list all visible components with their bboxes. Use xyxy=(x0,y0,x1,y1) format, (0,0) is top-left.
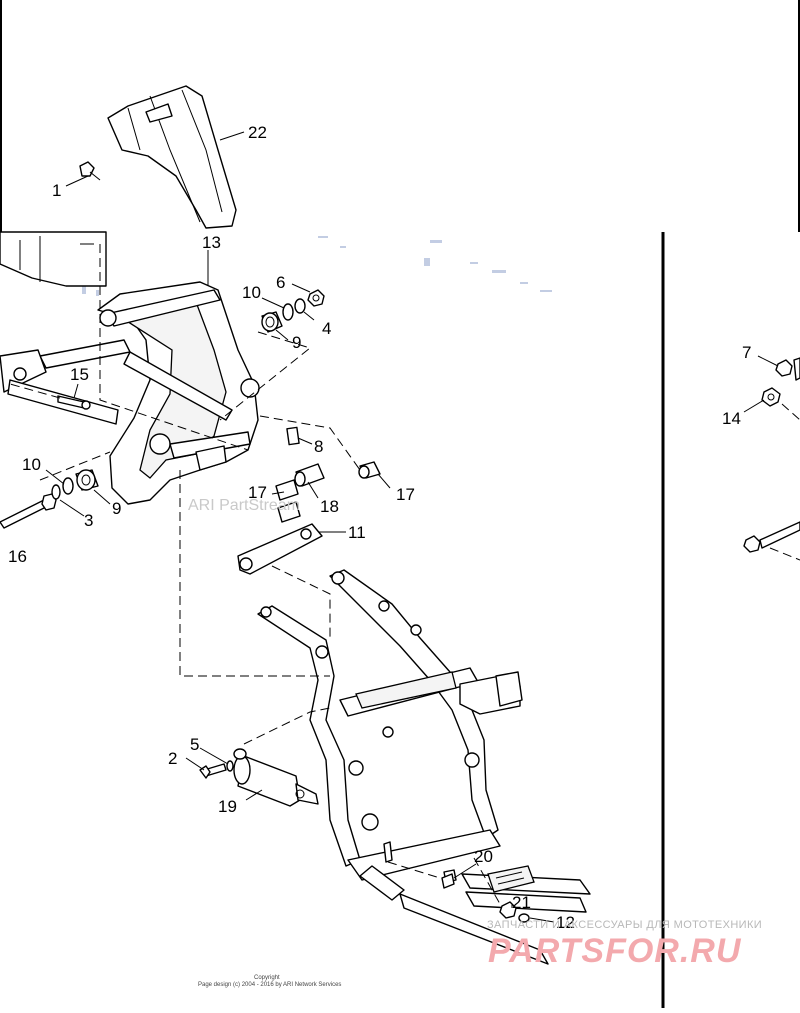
callout-14: 14 xyxy=(722,409,741,428)
part-2-bolt xyxy=(199,763,227,779)
part-22-fender xyxy=(107,85,237,229)
copyright-line-1: Copyright xyxy=(254,975,280,981)
part-14-nut xyxy=(761,387,781,407)
callout-4: 4 xyxy=(322,319,331,338)
scan-noise xyxy=(82,236,552,296)
leader-lines xyxy=(45,131,779,923)
brand-tagline: ЗАПЧАСТИ И АКСЕССУАРЫ ДЛЯ МОТОТЕХНИКИ xyxy=(487,919,762,931)
callout-7: 7 xyxy=(742,343,751,362)
part-19-actuator xyxy=(233,748,319,807)
part-12-washer xyxy=(518,913,530,923)
part-17-spacer-left xyxy=(275,479,301,523)
callout-21: 21 xyxy=(512,893,531,912)
part-1-bolt xyxy=(79,161,101,181)
assembly-lines xyxy=(9,244,800,905)
callout-11: 11 xyxy=(348,523,366,542)
part-seat-box xyxy=(0,231,107,287)
callout-19: 19 xyxy=(218,797,237,816)
copyright-line-2: Page design (c) 2004 - 2016 by ARI Netwo… xyxy=(198,982,341,988)
part-11-link xyxy=(237,523,323,575)
brand-logo: PARTSFOR.RU xyxy=(488,932,742,970)
part-10-washer-upper xyxy=(282,303,294,321)
callout-15: 15 xyxy=(70,365,89,384)
part-4-washer xyxy=(294,298,306,314)
part-15-bolt xyxy=(57,395,91,410)
part-13-rear-frame xyxy=(0,281,260,505)
callout-8: 8 xyxy=(314,437,323,456)
part-20-pin xyxy=(441,873,455,889)
callout-17-left: 17 xyxy=(248,483,267,502)
callout-20: 20 xyxy=(474,847,493,866)
callout-13: 13 xyxy=(202,233,221,252)
part-7-nut xyxy=(775,357,800,381)
callout-1: 1 xyxy=(52,181,61,200)
part-17-spacer-right xyxy=(358,461,381,479)
part-rod xyxy=(743,521,800,553)
callout-16: 16 xyxy=(8,547,27,566)
partsfor-branding: ЗАПЧАСТИ И АКСЕССУАРЫ ДЛЯ МОТОТЕХНИКИ PA… xyxy=(487,919,762,970)
callout-6: 6 xyxy=(276,273,285,292)
callout-9-upper: 9 xyxy=(292,333,301,352)
callout-22: 22 xyxy=(248,123,267,142)
part-9-bushing-lower xyxy=(75,469,99,491)
callout-2: 2 xyxy=(168,749,177,768)
part-main-frame xyxy=(257,569,591,965)
callout-3: 3 xyxy=(84,511,93,530)
copyright-notice: Copyright Page design (c) 2004 - 2016 by… xyxy=(198,975,341,988)
part-8-clip xyxy=(286,426,300,446)
callout-10-lower: 10 xyxy=(22,455,41,474)
part-16-bolt xyxy=(0,493,57,529)
ari-watermark: ARI PartStream xyxy=(188,497,300,514)
callout-10-upper: 10 xyxy=(242,283,261,302)
callout-12: 12 xyxy=(556,913,575,932)
callout-18: 18 xyxy=(320,497,339,516)
part-18-bushing xyxy=(294,463,325,487)
part-3-washer xyxy=(51,484,61,500)
part-10-washer-lower xyxy=(62,477,74,495)
part-5-washer xyxy=(226,760,234,772)
callout-17-right: 17 xyxy=(396,485,415,504)
callout-labels: 22 1 13 6 10 4 9 15 8 10 17 17 18 9 3 11… xyxy=(8,123,751,932)
part-6-nut xyxy=(307,289,325,307)
callout-5: 5 xyxy=(190,735,199,754)
part-9-bushing-upper xyxy=(261,311,283,333)
callout-9-lower: 9 xyxy=(112,499,121,518)
